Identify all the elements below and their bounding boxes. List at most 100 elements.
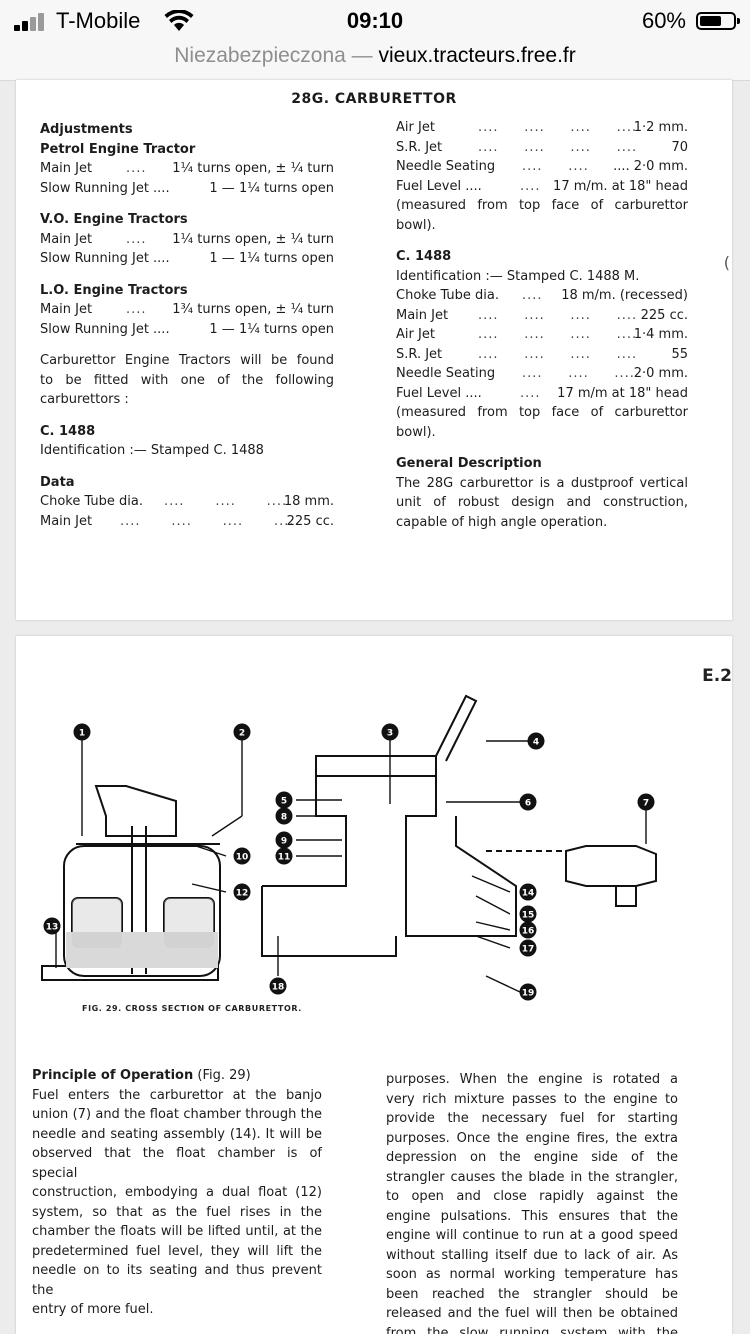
callout-number: 13 bbox=[43, 917, 61, 935]
svg-text:2: 2 bbox=[239, 729, 245, 739]
note-line: carburettors : bbox=[40, 392, 129, 407]
text-line: predetermined fuel level, they will lift… bbox=[32, 1243, 322, 1259]
svg-text:6: 6 bbox=[525, 799, 531, 809]
spec-value: 18 m/m. (recessed) bbox=[561, 288, 688, 303]
spec-label: Main Jet bbox=[40, 231, 93, 247]
lo-heading: L.O. Engine Tractors bbox=[40, 282, 188, 298]
general-line: The 28G carburettor is a dustproof verti… bbox=[396, 475, 688, 491]
svg-text:13: 13 bbox=[46, 923, 59, 933]
spec-value: 225 cc. bbox=[640, 307, 688, 323]
spec-label: Main Jet bbox=[40, 302, 93, 317]
text-line: from the slow running system with the bbox=[386, 1325, 678, 1334]
text-line: engine will continue to run at a good sp… bbox=[386, 1228, 678, 1243]
page-title: 28G. CARBURETTOR bbox=[291, 91, 457, 107]
spec-value: 1·4 mm. bbox=[633, 327, 688, 342]
svg-text:4: 4 bbox=[533, 738, 539, 748]
text-line: very rich mixture passes to the engine t… bbox=[386, 1091, 678, 1107]
text-line: been reached the strangler should be bbox=[386, 1286, 678, 1302]
svg-text:7: 7 bbox=[643, 799, 649, 809]
text-line: Fuel enters the carburettor at the banjo bbox=[32, 1087, 322, 1103]
svg-text:14: 14 bbox=[522, 889, 535, 899]
spec-value: 1¼ turns open, ± ¼ turn bbox=[172, 231, 334, 247]
text-line: system, so that as the fuel rises in the bbox=[32, 1204, 322, 1220]
c1488-heading: C. 1488 bbox=[40, 423, 96, 439]
document-page-2: E.2 bbox=[16, 636, 732, 1334]
spec-label: Main Jet bbox=[40, 513, 93, 529]
wifi-icon bbox=[164, 10, 194, 31]
callout-number: 15 bbox=[519, 905, 537, 923]
text-line: strangler causes the blade in the strang… bbox=[386, 1169, 678, 1185]
c1488m-heading: C. 1488 bbox=[396, 249, 452, 264]
right-column: Air Jet.... .... .... ....1·2 mm. S.R. J… bbox=[396, 118, 688, 532]
carrier-name: T-Mobile bbox=[56, 8, 141, 33]
spec-row: Choke Tube dia.....18 m/m. (recessed) bbox=[396, 286, 688, 306]
page-code: E.2 bbox=[702, 666, 732, 686]
svg-text:3: 3 bbox=[387, 729, 393, 739]
status-bar: T-Mobile 09:10 60% bbox=[0, 0, 750, 44]
battery-icon bbox=[696, 12, 740, 30]
note-line: to be fitted with one of the following bbox=[40, 372, 334, 388]
spec-value: 17 m/m. at 18" head bbox=[553, 178, 688, 194]
callout-number: 2 bbox=[233, 723, 251, 741]
general-heading: General Description bbox=[396, 456, 542, 471]
note-line: Carburettor Engine Tractors will be foun… bbox=[40, 353, 334, 368]
principle-left-column: Principle of Operation (Fig. 29) Fuel en… bbox=[32, 1066, 322, 1334]
svg-text:12: 12 bbox=[236, 889, 249, 899]
spec-row: Main Jet....1¼ turns open, ± ¼ turn bbox=[40, 230, 334, 250]
text-line: purposes. When the engine is rotated a bbox=[386, 1072, 678, 1087]
svg-text:16: 16 bbox=[522, 927, 535, 937]
spec-label: Slow Running Jet .... bbox=[40, 321, 170, 337]
text-line: released and the fuel will then be obtai… bbox=[386, 1306, 678, 1321]
spec-label: Slow Running Jet .... bbox=[40, 251, 170, 266]
spec-value: 1 — 1¼ turns open bbox=[209, 321, 334, 337]
text-line: entry of more fuel. bbox=[32, 1302, 154, 1317]
address-bar[interactable]: Niezabezpieczona — vieux.tracteurs.free.… bbox=[0, 44, 750, 81]
spec-value: .... 2·0 mm. bbox=[613, 159, 688, 174]
svg-text:1: 1 bbox=[79, 729, 85, 739]
spec-label: Choke Tube dia. bbox=[40, 494, 144, 509]
text-line: needle and seating assembly (14). It wil… bbox=[32, 1126, 322, 1142]
spec-label: S.R. Jet bbox=[396, 139, 443, 155]
spec-value: 55 bbox=[671, 346, 688, 362]
spec-row: S.R. Jet.... .... .... ....55 bbox=[396, 345, 688, 365]
left-column: Adjustments Petrol Engine Tractor Main J… bbox=[40, 120, 334, 531]
c1488m-identification: Identification :— Stamped C. 1488 M. bbox=[396, 268, 640, 284]
callout-number: 19 bbox=[519, 983, 537, 1001]
spec-value: 1 — 1¼ turns open bbox=[209, 180, 334, 196]
svg-text:11: 11 bbox=[278, 853, 291, 863]
callout-number: 7 bbox=[637, 793, 655, 811]
spec-label: Needle Seating bbox=[396, 159, 496, 174]
text-line: purposes. Once the engine fires, the ext… bbox=[386, 1130, 678, 1146]
battery-percentage: 60% bbox=[641, 8, 686, 33]
svg-text:5: 5 bbox=[281, 797, 287, 807]
callout-number: 1 bbox=[73, 723, 91, 741]
svg-text:17: 17 bbox=[522, 945, 535, 955]
spec-row: S.R. Jet.... .... .... ....70 bbox=[396, 138, 688, 158]
spec-value: 225 cc. bbox=[286, 513, 334, 529]
spec-label: Choke Tube dia. bbox=[396, 288, 500, 303]
callout-number: 11 bbox=[275, 847, 293, 865]
vo-heading: V.O. Engine Tractors bbox=[40, 212, 188, 227]
callout-number: 12 bbox=[233, 883, 251, 901]
callout-number: 17 bbox=[519, 939, 537, 957]
svg-text:19: 19 bbox=[522, 989, 535, 999]
text-line: depression on the engine side of the bbox=[386, 1150, 678, 1165]
general-line: capable of high angle operation. bbox=[396, 514, 608, 530]
spec-row: Air Jet.... .... .... ....1·2 mm. bbox=[396, 118, 688, 138]
spec-row: Fuel Level ........17 m/m. at 18" head bbox=[396, 177, 688, 197]
spec-row: Needle Seating.... .... ....2·0 mm. bbox=[396, 364, 688, 384]
spec-label: Slow Running Jet .... bbox=[40, 180, 170, 196]
security-status: Niezabezpieczona bbox=[174, 44, 346, 67]
spec-row: Main Jet.... .... .... ....225 cc. bbox=[396, 306, 688, 326]
text-line: chamber the floats will be lifted until,… bbox=[32, 1224, 322, 1239]
spec-label: Fuel Level .... bbox=[396, 385, 482, 401]
svg-text:18: 18 bbox=[272, 983, 285, 993]
note-line: bowl). bbox=[396, 424, 436, 440]
spec-label: Air Jet bbox=[396, 120, 435, 135]
note-line: (measured from top face of carburettor bbox=[396, 198, 688, 213]
petrol-heading: Petrol Engine Tractor bbox=[40, 141, 196, 157]
data-heading: Data bbox=[40, 474, 75, 490]
callout-number: 16 bbox=[519, 921, 537, 939]
callout-number: 9 bbox=[275, 831, 293, 849]
